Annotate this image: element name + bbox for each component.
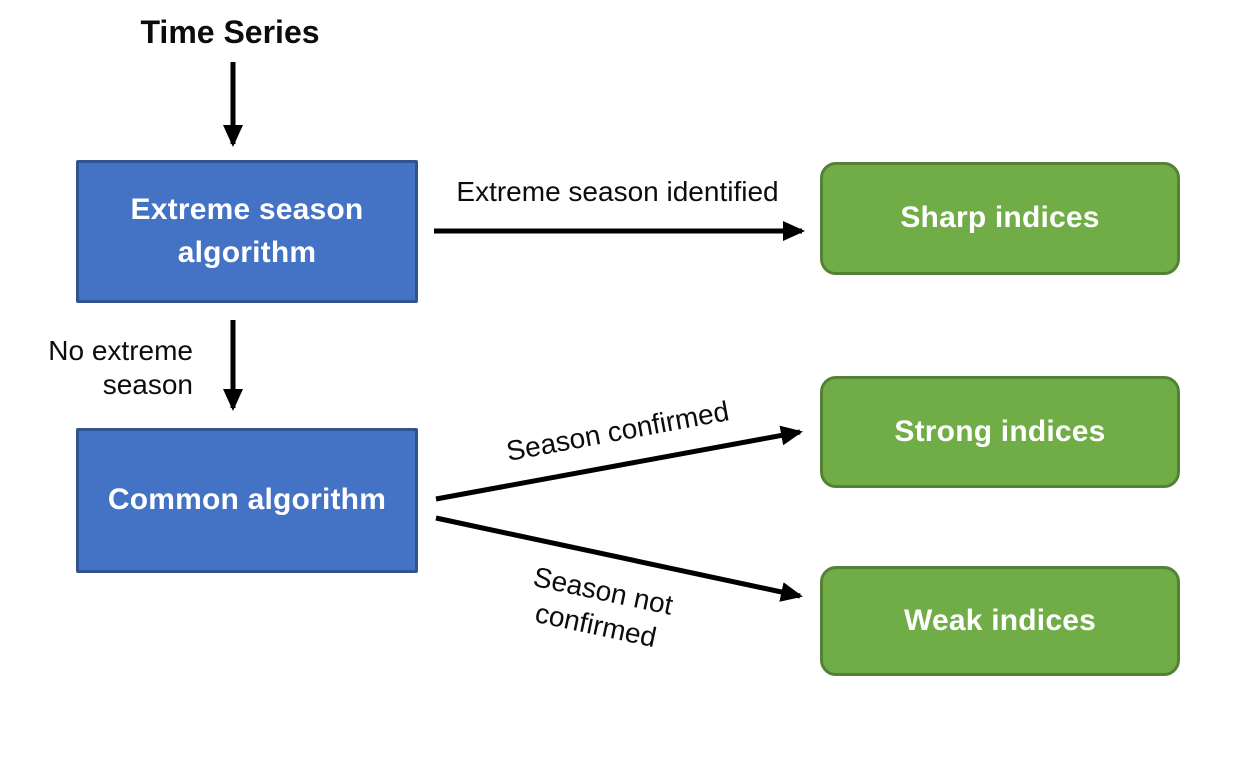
node-sharp-indices: Sharp indices: [820, 162, 1180, 275]
node-extreme-season-algorithm: Extreme season algorithm: [76, 160, 418, 303]
edge-label-season-not-confirmed: Season not confirmed: [512, 557, 688, 660]
edge-label-season-confirmed: Season confirmed: [503, 395, 732, 467]
node-weak-indices: Weak indices: [820, 566, 1180, 676]
time-series-label: Time Series: [140, 14, 320, 50]
node-common-algorithm-label: Common algorithm: [107, 483, 387, 517]
edge-label-extreme-season-identified: Extreme season identified: [456, 176, 779, 207]
node-extreme-season-algorithm-label: Extreme season algorithm: [131, 189, 364, 274]
edge-label-no-extreme-season: No extreme season: [38, 334, 193, 401]
node-extreme-label-line2: algorithm: [177, 235, 317, 269]
edge-label-no-extreme-line1: No extreme: [48, 335, 193, 366]
node-strong-indices: Strong indices: [820, 376, 1180, 488]
node-common-algorithm: Common algorithm: [76, 428, 418, 573]
node-weak-indices-label: Weak indices: [904, 603, 1096, 637]
node-sharp-indices-label: Sharp indices: [900, 201, 1100, 235]
node-extreme-label-line1: Extreme season: [130, 192, 364, 226]
node-strong-indices-label: Strong indices: [894, 414, 1106, 448]
edge-label-no-extreme-line2: season: [102, 368, 193, 400]
